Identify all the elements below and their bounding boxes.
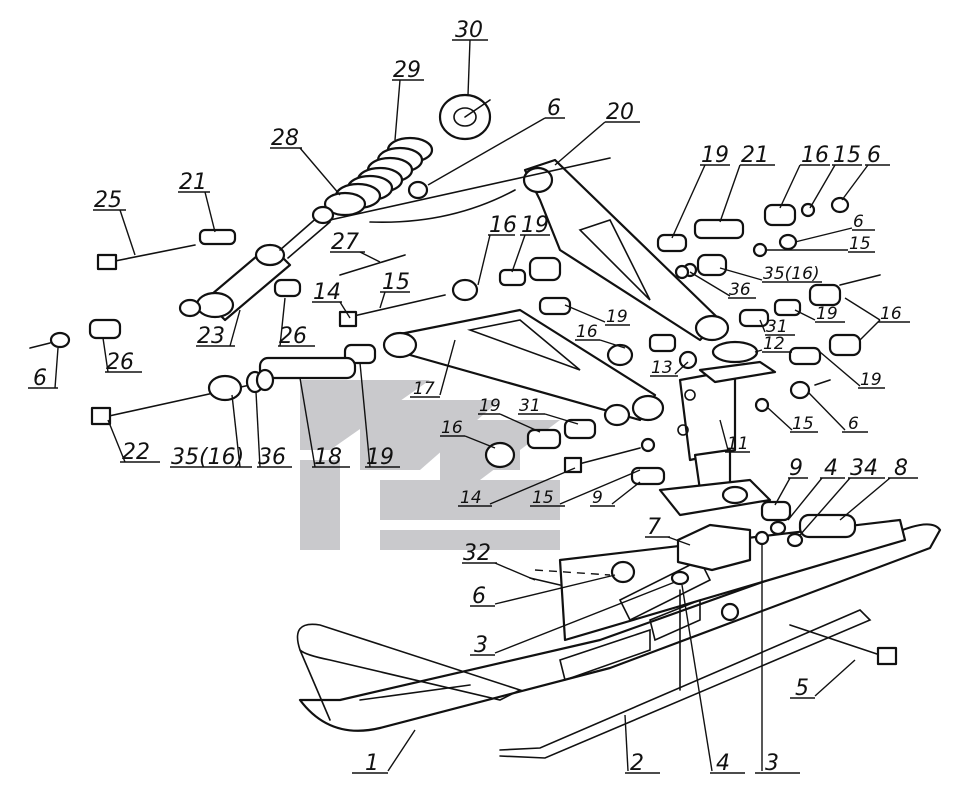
callout-36: 36 xyxy=(729,280,751,300)
spindle xyxy=(658,340,777,517)
callout-35-16: 35(16) xyxy=(763,264,820,284)
callout-3: 3 xyxy=(474,633,488,658)
callout-17: 17 xyxy=(413,379,435,399)
callout-6: 6 xyxy=(853,212,864,232)
callout-35-16: 35(16) xyxy=(171,445,244,470)
bushings xyxy=(49,180,862,586)
callout-4: 4 xyxy=(824,456,838,481)
callout-8: 8 xyxy=(894,456,908,481)
callout-11: 11 xyxy=(727,434,749,454)
callout-15: 15 xyxy=(833,143,861,168)
callout-15: 15 xyxy=(849,234,871,254)
spacer-block xyxy=(676,523,752,572)
callout-28: 28 xyxy=(271,126,299,151)
callout-16: 16 xyxy=(441,418,463,438)
callout-31: 31 xyxy=(519,396,541,416)
callout-36: 36 xyxy=(258,445,286,470)
callout-19: 19 xyxy=(479,396,501,416)
callout-19: 19 xyxy=(366,445,394,470)
runner xyxy=(499,609,872,759)
callout-labels: 30 29 28 6 20 19 21 16 15 6 25 21 27 16 … xyxy=(33,18,908,776)
callout-31: 31 xyxy=(766,317,788,337)
callout-19: 19 xyxy=(816,304,838,324)
callout-1: 1 xyxy=(365,751,379,776)
callout-26: 26 xyxy=(106,350,134,375)
callout-16: 16 xyxy=(489,213,517,238)
callout-14: 14 xyxy=(460,488,482,508)
callout-15: 15 xyxy=(792,414,814,434)
callout-23: 23 xyxy=(197,324,225,349)
callout-13: 13 xyxy=(651,358,673,378)
callout-26: 26 xyxy=(279,324,307,349)
callout-5: 5 xyxy=(795,676,809,701)
callout-9: 9 xyxy=(789,456,803,481)
assembly-axes xyxy=(29,157,881,586)
spring xyxy=(323,136,434,217)
callout-6: 6 xyxy=(472,584,486,609)
leader-lines xyxy=(28,39,918,774)
callout-2: 2 xyxy=(630,751,644,776)
callout-19: 19 xyxy=(701,143,729,168)
callout-16: 16 xyxy=(880,304,902,324)
callout-15: 15 xyxy=(532,488,554,508)
callout-3: 3 xyxy=(765,751,779,776)
upper-arm xyxy=(522,158,730,342)
callout-14: 14 xyxy=(313,280,341,305)
callout-30: 30 xyxy=(455,18,483,43)
bolts xyxy=(90,244,898,691)
callout-4: 4 xyxy=(716,751,730,776)
callout-9: 9 xyxy=(592,488,603,508)
callout-19: 19 xyxy=(860,370,882,390)
callout-6: 6 xyxy=(547,96,561,121)
callout-20: 20 xyxy=(606,100,634,125)
callout-18: 18 xyxy=(314,445,342,470)
spring-retainer-ring xyxy=(438,93,492,141)
callout-12: 12 xyxy=(763,334,785,354)
callout-22: 22 xyxy=(122,440,150,465)
callout-21: 21 xyxy=(741,143,769,168)
callout-16: 16 xyxy=(576,322,598,342)
callout-6: 6 xyxy=(867,143,881,168)
callout-27: 27 xyxy=(331,230,359,255)
callout-32: 32 xyxy=(463,541,491,566)
callout-21: 21 xyxy=(179,170,207,195)
callout-19: 19 xyxy=(521,213,549,238)
callout-7: 7 xyxy=(647,515,661,540)
callout-25: 25 xyxy=(94,188,122,213)
callout-6: 6 xyxy=(848,414,859,434)
ski xyxy=(296,518,942,732)
callout-19: 19 xyxy=(606,307,628,327)
callout-15: 15 xyxy=(382,270,410,295)
callout-34: 34 xyxy=(850,456,878,481)
callout-6: 6 xyxy=(33,366,47,391)
callout-29: 29 xyxy=(393,58,421,83)
callout-16: 16 xyxy=(801,143,829,168)
lower-arm xyxy=(382,308,665,422)
